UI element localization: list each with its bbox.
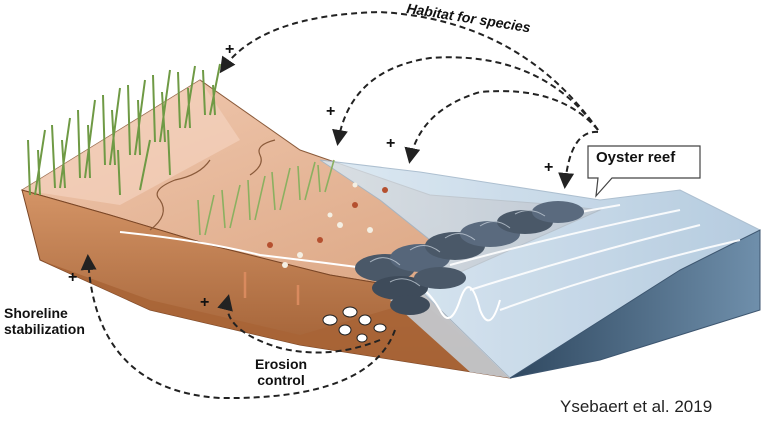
oyster-reef-label: Oyster reef [596,149,676,166]
citation-credit: Ysebaert et al. 2019 [560,397,713,416]
plus-sign: + [544,159,554,176]
erosion-label-line1: Erosion [254,356,308,372]
arrow-habitat-reef [558,130,599,189]
arrow-erosion [217,294,381,354]
arrow-habitat-lowmarsh [332,56,599,146]
plus-sign: + [200,294,210,311]
erosion-label-line2: control [257,372,305,388]
plus-sign: + [225,41,235,58]
tidal-creeks [149,139,276,231]
plus-sign: + [68,269,78,286]
roots [243,272,300,305]
oyster-reef [355,201,584,315]
wave-lines [439,204,741,311]
plus-sign: + [326,103,336,120]
erosion-control-label: Erosion control [246,356,316,388]
arrow-habitat-water [404,90,599,164]
lower-marsh-grass [197,159,335,236]
marsh-grass [27,63,221,196]
dashed-arrows [80,10,599,400]
shoreline-label-line1: Shoreline [4,305,68,321]
sediment-particles [267,182,388,268]
plus-sign: + [386,135,396,152]
shoreline-label-line2: stabilization [4,321,85,337]
arrow-habitat-marsh [219,10,599,131]
water-side-face [509,229,761,379]
buried-shells [322,306,387,343]
oyster-reef-callout [587,145,701,198]
subsoil-layer [40,260,510,378]
arrow-shoreline [80,254,396,400]
shoreline-stabilization-label: Shoreline stabilization [4,305,85,337]
upper-marsh-patch [22,80,240,205]
